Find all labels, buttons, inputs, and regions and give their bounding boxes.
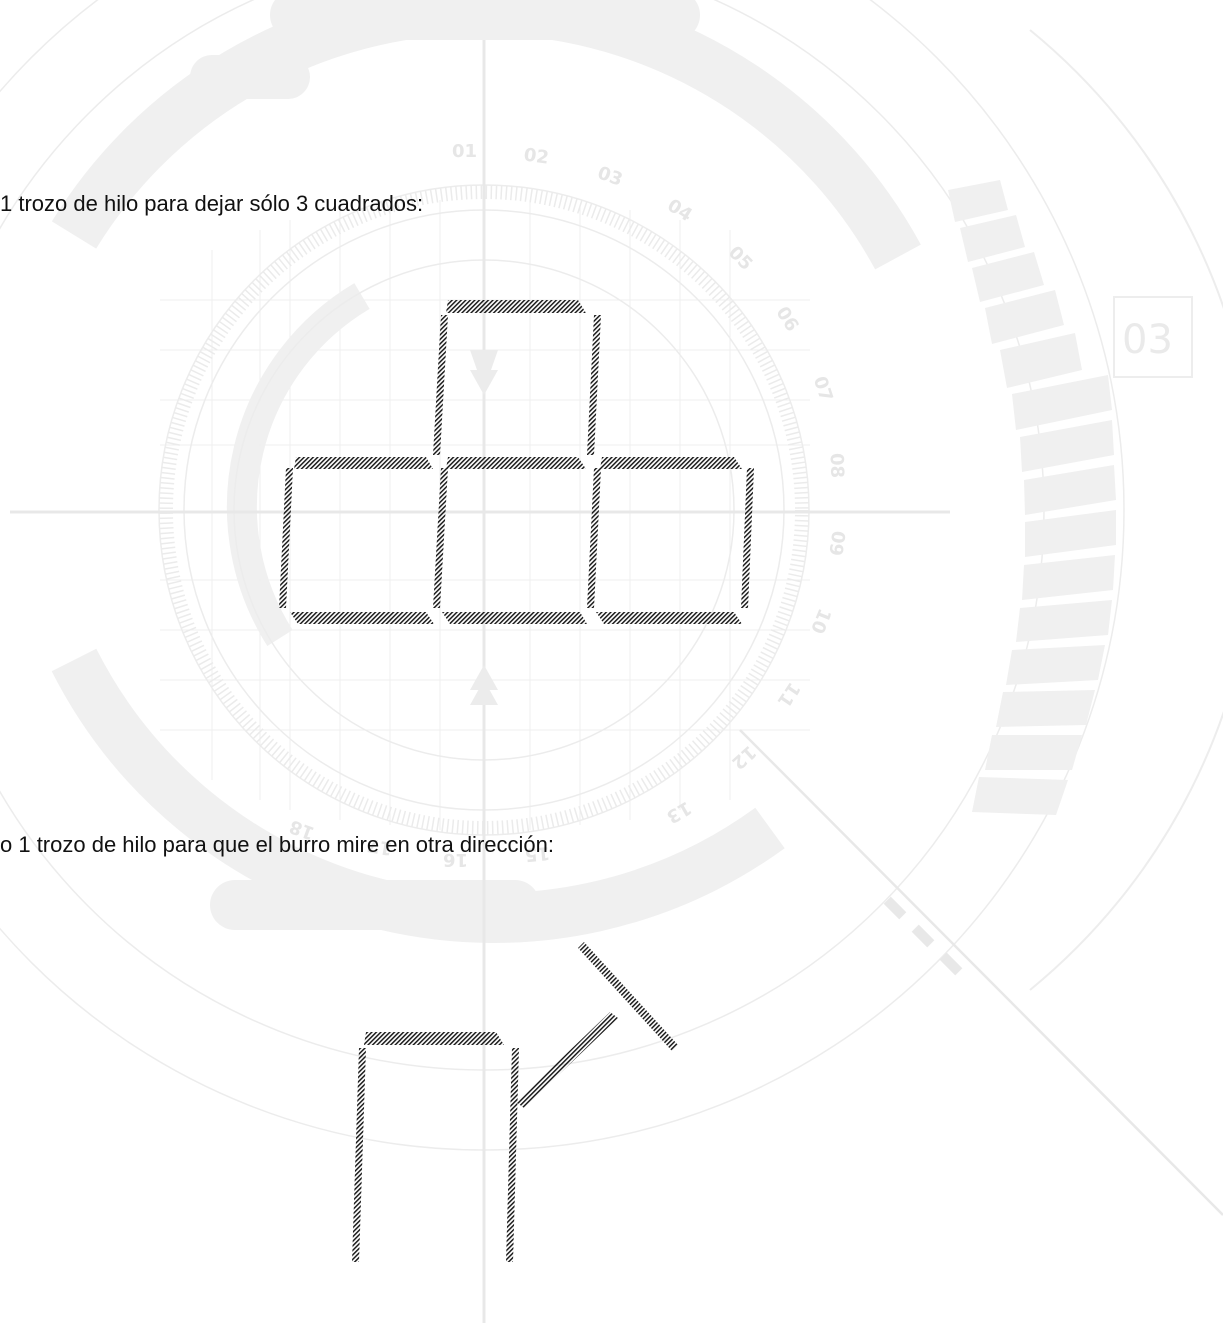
thread-piece[interactable]: [516, 1012, 618, 1108]
thread-piece[interactable]: [279, 468, 293, 608]
thread-piece[interactable]: [587, 315, 601, 455]
thread-piece[interactable]: [600, 457, 742, 469]
thread-piece[interactable]: [352, 1048, 366, 1262]
thread-piece[interactable]: [442, 612, 587, 624]
thread-piece[interactable]: [446, 300, 586, 313]
thread-piece[interactable]: [433, 315, 448, 455]
squares-puzzle: [279, 300, 754, 624]
thread-piece[interactable]: [596, 612, 742, 624]
instruction-squares: 1 trozo de hilo para dejar sólo 3 cuadra…: [0, 191, 423, 217]
thread-piece[interactable]: [364, 1032, 504, 1045]
donkey-puzzle: [352, 942, 678, 1262]
thread-piece[interactable]: [433, 468, 448, 608]
thread-piece[interactable]: [506, 1048, 519, 1262]
thread-piece[interactable]: [741, 468, 754, 608]
thread-piece[interactable]: [294, 457, 433, 469]
thread-piece[interactable]: [587, 468, 601, 608]
thread-piece[interactable]: [290, 612, 434, 624]
instruction-donkey: o 1 trozo de hilo para que el burro mire…: [0, 832, 554, 858]
thread-piece[interactable]: [446, 457, 586, 469]
